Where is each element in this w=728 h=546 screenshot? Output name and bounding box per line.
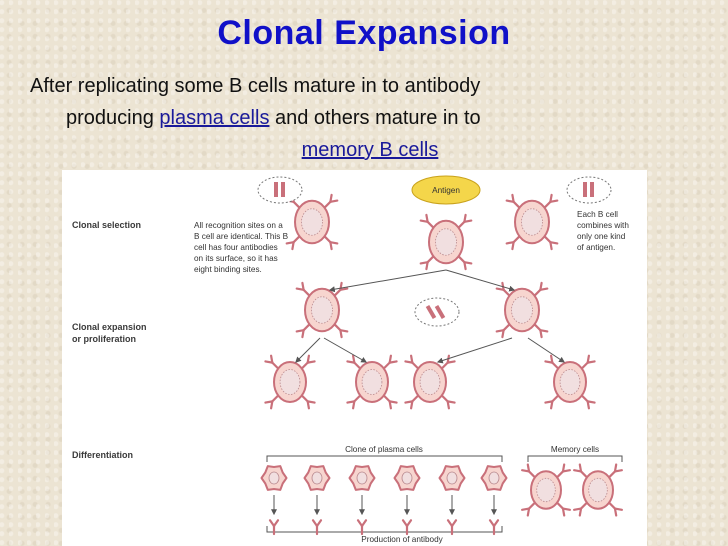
bullet-line-2: producing plasma cells and others mature… [30, 102, 710, 134]
clone-bracket: Clone of plasma cells [266, 445, 503, 462]
plasma-cell [438, 465, 466, 536]
memory-cell [573, 463, 623, 517]
clonal-expansion-diagram: Clonal selection Clonal expansion or pro… [62, 170, 647, 546]
memory-bracket: Memory cells [527, 445, 623, 462]
flow-arrow [436, 337, 513, 364]
b-cell [264, 354, 316, 410]
plasma-cell [393, 465, 421, 536]
flow-arrow [328, 269, 447, 293]
antigen-binding-zoom [414, 297, 460, 327]
note-left-line: cell has four antibodies [194, 243, 278, 252]
receptor-zoom-left [257, 176, 303, 204]
note-right-line: of antigen. [577, 243, 615, 252]
stage-label-clonal-expansion: Clonal expansion [72, 322, 147, 332]
arrows-layer [295, 269, 565, 364]
note-left-line: All recognition sites on a [194, 221, 283, 230]
plasma-cell [348, 465, 376, 536]
note-right-line: Each B cell [577, 210, 618, 219]
flow-arrow [295, 337, 321, 363]
memory-cells-label: Memory cells [551, 445, 599, 454]
note-right-line: only one kind [577, 232, 626, 241]
slide-title: Clonal Expansion [217, 14, 511, 52]
antigen-shape: Antigen [411, 175, 481, 205]
bullet-line-3: memory B cells [30, 134, 710, 166]
receptor-zoom-right [566, 176, 612, 204]
bullet-line-2-pre: producing [66, 107, 160, 129]
note-left-line: eight binding sites. [194, 265, 262, 274]
note-left: All recognition sites on a B cell are id… [194, 221, 289, 274]
note-left-line: on its surface, so it has [194, 254, 278, 263]
clone-of-plasma-cells-label: Clone of plasma cells [345, 445, 423, 454]
flow-arrow [323, 337, 368, 363]
diagram-svg: Clonal selection Clonal expansion or pro… [72, 175, 629, 544]
b-cell [346, 354, 398, 410]
plasma-cell [480, 465, 508, 536]
b-cell [544, 354, 596, 410]
b-cell [505, 193, 559, 251]
plasma-cells-link[interactable]: plasma cells [159, 107, 270, 129]
note-right: Each B cell combines with only one kind … [577, 210, 629, 252]
flow-arrow [527, 337, 565, 363]
plasma-cell [303, 465, 331, 536]
cells-layer [257, 176, 623, 536]
stage-label-differentiation: Differentiation [72, 450, 133, 460]
memory-b-cells-link[interactable]: memory B cells [301, 139, 439, 161]
stage-label-clonal-selection: Clonal selection [72, 220, 141, 230]
bullet-line-1: After replicating some B cells mature in… [30, 75, 481, 97]
note-left-line: B cell are identical. This B [194, 232, 289, 241]
note-right-line: combines with [577, 221, 629, 230]
b-cell [285, 193, 339, 251]
stage-label-proliferation: or proliferation [72, 334, 136, 344]
b-cell [404, 354, 456, 410]
b-cell [419, 213, 473, 271]
b-cell [295, 281, 349, 339]
plasma-cell [260, 465, 288, 536]
production-of-antibody-label: Production of antibody [361, 535, 443, 544]
b-cell [495, 281, 549, 339]
production-bracket: Production of antibody [266, 526, 503, 544]
antigen-label: Antigen [432, 186, 460, 195]
bullet-line-2-post: and others mature in to [269, 107, 481, 129]
bullet-text: After replicating some B cells mature in… [30, 70, 710, 166]
memory-cell [521, 463, 571, 517]
flow-arrow [445, 269, 516, 292]
